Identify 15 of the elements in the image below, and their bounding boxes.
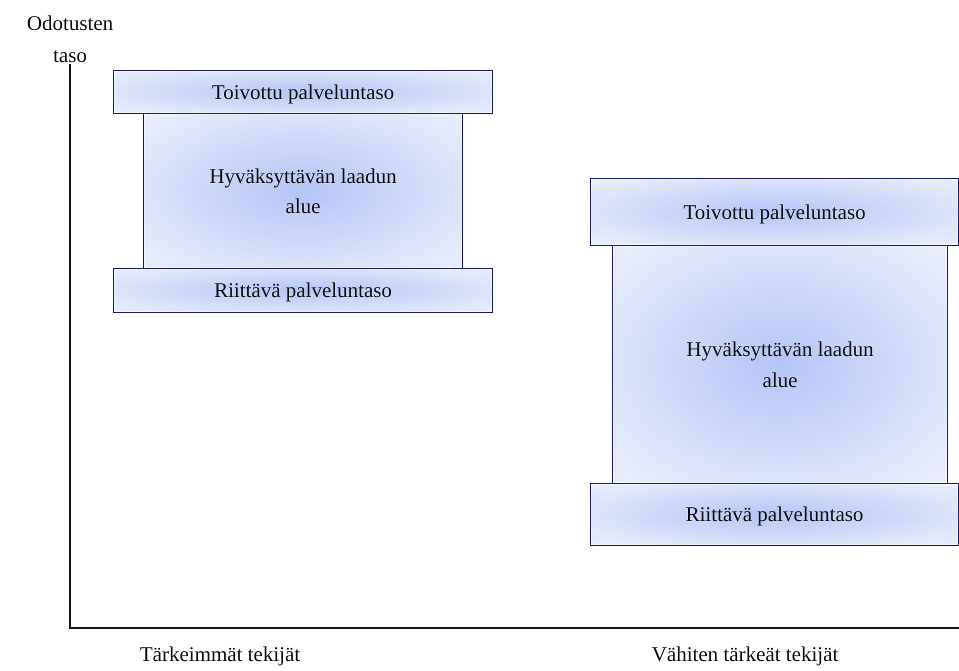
axis-title: Odotusten taso (26, 10, 114, 68)
box-label: Riittävä palveluntaso (686, 501, 864, 528)
service-level-box (590, 483, 959, 546)
box-label: Riittävä palveluntaso (214, 277, 392, 304)
tolerance-zone-box (612, 245, 948, 484)
service-level-box (590, 178, 959, 246)
box-label: Hyväksyttävän laadun alue (685, 336, 875, 394)
box-label: Toivottu palveluntaso (683, 198, 866, 226)
service-level-box (113, 268, 493, 313)
tolerance-zone-box (143, 113, 463, 269)
axis-category-label: Vähiten tärkeät tekijät (650, 642, 840, 667)
axis-category-label: Tärkeimmät tekijät (138, 642, 302, 667)
box-label: Hyväksyttävän laadun alue (208, 162, 398, 220)
box-label: Toivottu palveluntaso (212, 78, 394, 106)
service-level-box (113, 70, 493, 114)
